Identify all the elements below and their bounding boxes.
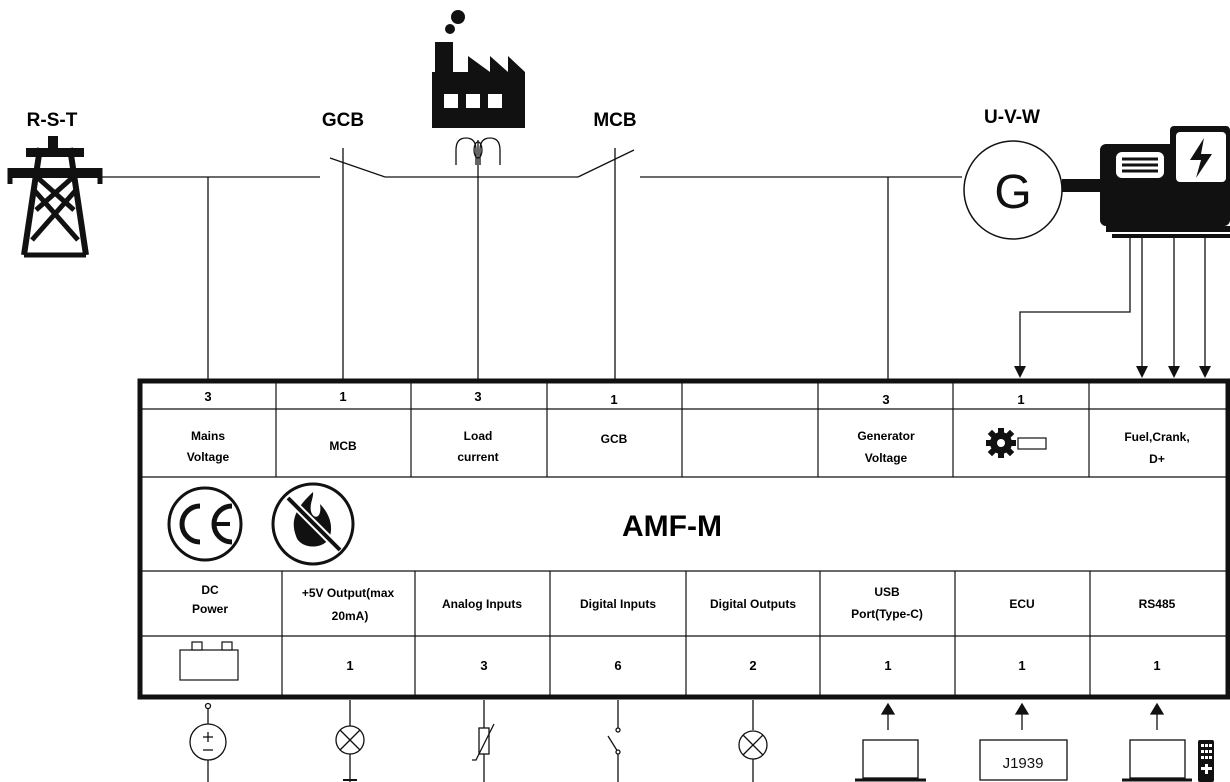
count-5v-output: 1 [346, 658, 353, 673]
label-ecu: ECU [1009, 597, 1034, 611]
controller-box: 3 1 3 1 3 1 Mains Voltage MCB Load curre… [137, 378, 1230, 700]
rs485-laptop-icon [1122, 702, 1192, 782]
keypad-icon [1198, 740, 1214, 782]
count-usb: 1 [884, 658, 891, 673]
thermistor-icon [472, 700, 495, 782]
mains-label: R-S-T [27, 110, 78, 131]
output-lamp-icon [738, 700, 768, 782]
svg-text:G: G [994, 166, 1031, 219]
label-5v-output-2: 20mA) [332, 609, 369, 623]
count-sensor: 1 [1017, 392, 1024, 407]
switch-icon [607, 700, 621, 782]
label-fuel-crank-2: D+ [1149, 452, 1165, 466]
ecu-protocol-label: J1939 [1003, 755, 1044, 772]
battery-icon [179, 641, 239, 681]
label-load-current-2: current [457, 450, 498, 464]
count-analog-inputs: 3 [480, 658, 487, 673]
mcb-label: MCB [593, 110, 636, 131]
controller-title: AMF-M [622, 510, 722, 543]
ecu-connector [979, 702, 1068, 781]
power-tower-icon [7, 136, 103, 258]
count-rs485: 1 [1153, 658, 1160, 673]
count-digital-inputs: 6 [614, 658, 621, 673]
label-dc-power-1: DC [201, 583, 219, 597]
main-bus [100, 140, 962, 382]
generator-icon: G [963, 140, 1102, 240]
count-mcb: 1 [339, 389, 346, 404]
ce-mark-icon [167, 486, 243, 562]
label-rs485: RS485 [1139, 597, 1176, 611]
label-generator-voltage-1: Generator [857, 429, 915, 443]
count-mains-voltage: 3 [204, 389, 211, 404]
label-usb-1: USB [874, 585, 900, 599]
current-transformer-icon [455, 137, 501, 165]
label-generator-voltage-2: Voltage [865, 451, 908, 465]
label-mains-voltage-1: Mains [191, 429, 225, 443]
count-load-current: 3 [474, 389, 481, 404]
gcb-label: GCB [322, 110, 364, 131]
label-mains-voltage-2: Voltage [187, 450, 230, 464]
count-gcb: 1 [610, 392, 617, 407]
label-dc-power-2: Power [192, 602, 228, 616]
lamp-icon [335, 700, 365, 782]
label-analog-inputs: Analog Inputs [442, 597, 522, 611]
label-gcb: GCB [601, 432, 628, 446]
label-usb-2: Port(Type-C) [851, 607, 923, 621]
label-digital-outputs: Digital Outputs [710, 597, 796, 611]
count-generator-voltage: 3 [882, 392, 889, 407]
label-5v-output-1: +5V Output(max [302, 586, 395, 600]
no-fire-icon [271, 482, 355, 566]
usb-laptop-icon [855, 702, 926, 782]
count-digital-outputs: 2 [749, 658, 756, 673]
generator-engine-icon [1100, 126, 1230, 238]
label-load-current-1: Load [464, 429, 493, 443]
engine-signal-arrows [1014, 366, 1211, 378]
engine-signal-lines [1019, 238, 1206, 370]
label-digital-inputs: Digital Inputs [580, 597, 656, 611]
label-mcb: MCB [329, 439, 357, 453]
label-fuel-crank-1: Fuel,Crank, [1124, 430, 1189, 444]
dc-source-icon [189, 702, 227, 782]
generator-label: U-V-W [984, 107, 1040, 128]
factory-icon [432, 10, 525, 128]
gear-sensor-icon [986, 428, 1047, 458]
count-ecu: 1 [1018, 658, 1025, 673]
